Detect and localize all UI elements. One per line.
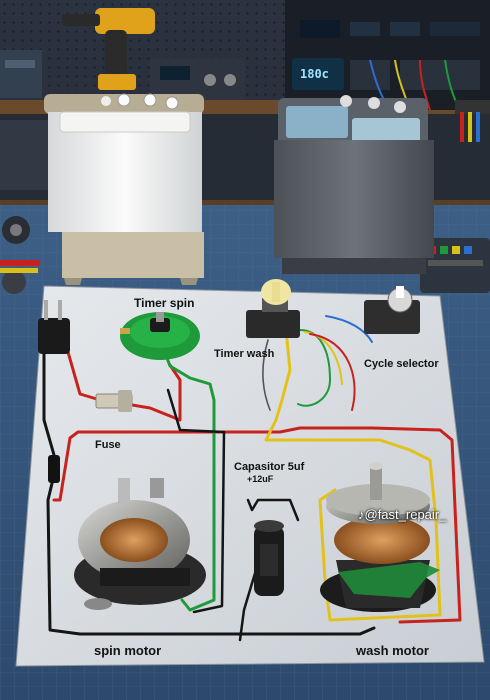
watermark: ♪@fast_repair_: [358, 507, 446, 522]
label-capacitor: Capasitor 5uf: [234, 461, 305, 473]
cycle-selector-icon: [364, 286, 420, 334]
label-cycle-selector: Cycle selector: [364, 358, 439, 370]
label-capacitor-value: +12uF: [247, 474, 274, 484]
tiktok-icon: ♪: [358, 507, 365, 522]
drill-icon: [62, 8, 155, 90]
timer-spin-icon: [120, 312, 200, 360]
wash-motor-icon: [320, 462, 440, 612]
inline-fuse-icon: [48, 455, 60, 483]
power-plug-icon: [38, 300, 70, 354]
label-fuse: Fuse: [95, 439, 121, 451]
timer-wash-icon: [246, 279, 300, 338]
label-wash-motor: wash motor: [356, 643, 429, 658]
fuse-icon: [95, 390, 133, 412]
spools-icon: [0, 216, 40, 294]
gray-washing-machine-icon: [274, 95, 434, 274]
capacitor-icon: [254, 520, 284, 596]
white-washing-machine-icon: [44, 93, 204, 285]
meter-display: 180c: [300, 67, 329, 81]
spin-motor-icon: [74, 478, 206, 610]
label-spin-motor: spin motor: [94, 643, 162, 658]
watermark-text: @fast_repair_: [364, 507, 447, 522]
label-timer-spin: Timer spin: [134, 296, 195, 310]
label-timer-wash: Timer wash: [214, 348, 275, 360]
